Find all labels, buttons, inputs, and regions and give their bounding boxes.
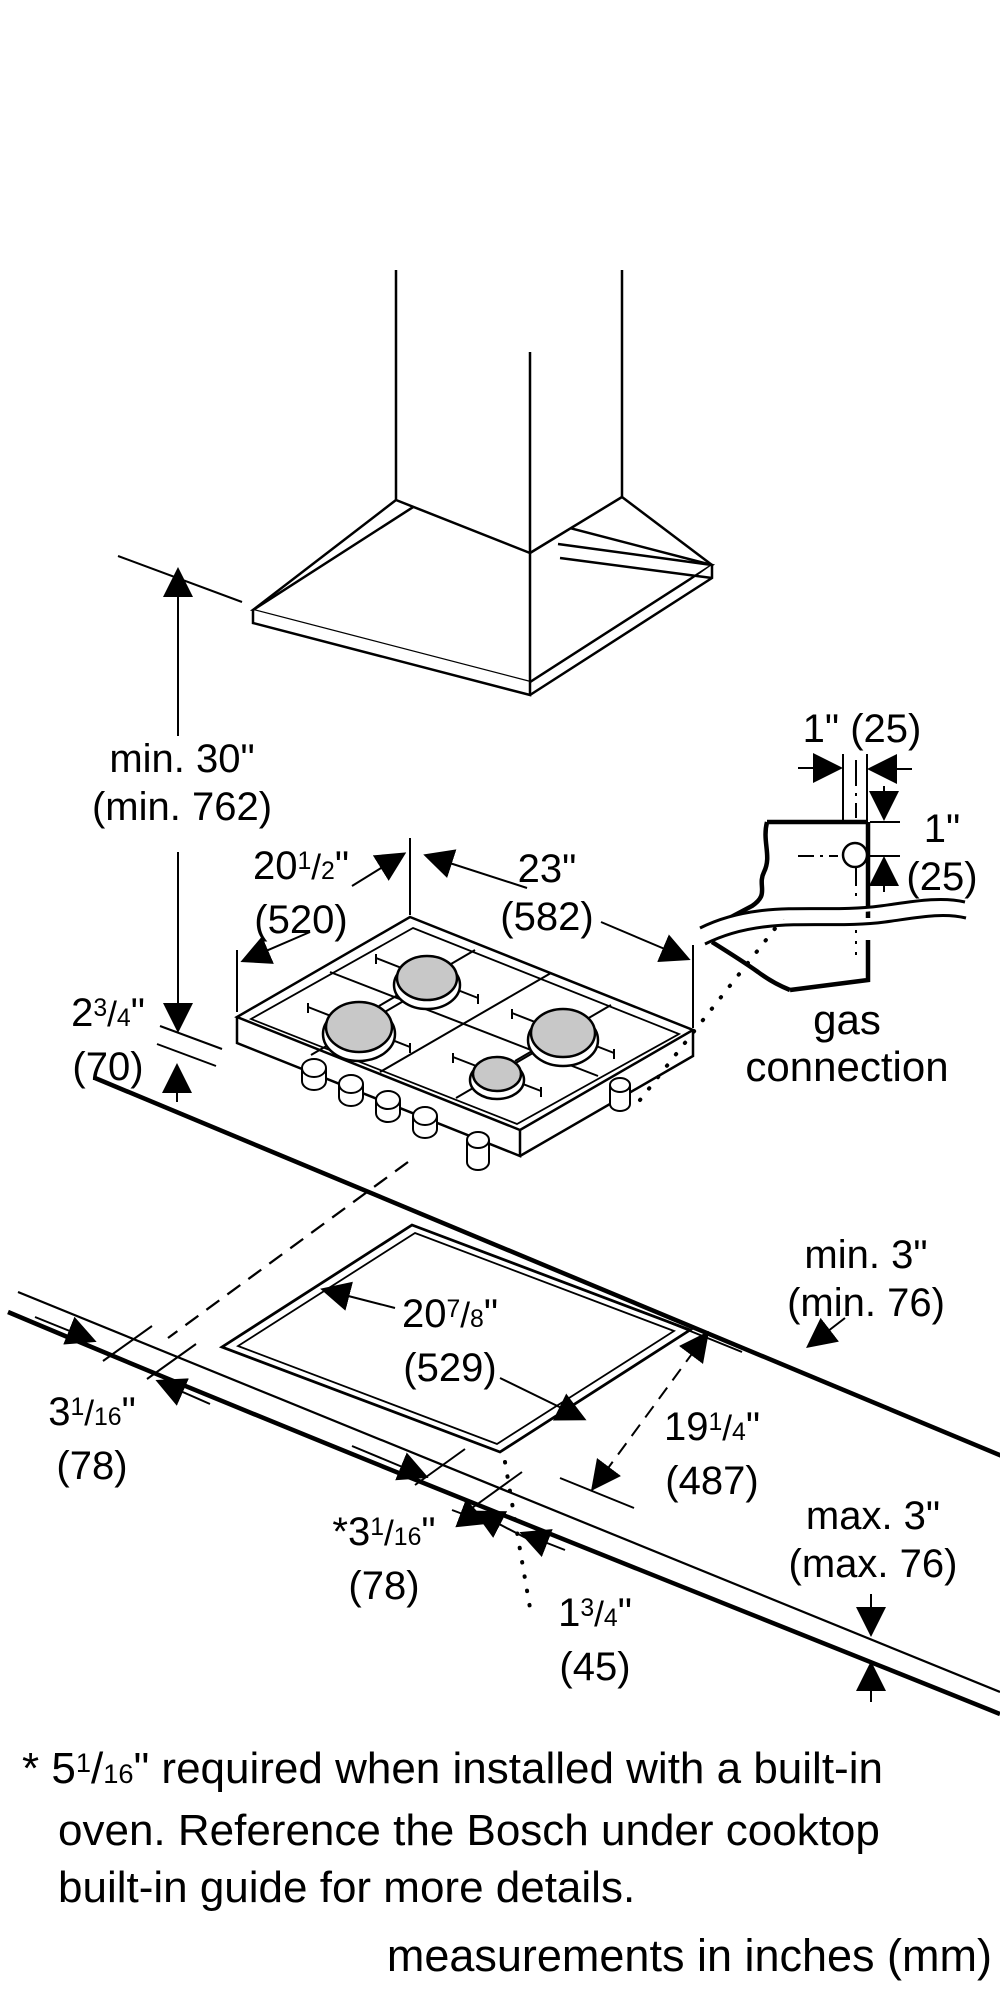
dim-value: 1": [802, 707, 840, 751]
footnote-line3: built-in guide for more details.: [58, 1863, 636, 1912]
gas-connection-line2: connection: [745, 1043, 949, 1090]
dim-cutout-width: 207/8" (529): [402, 1290, 498, 1392]
cooktop-drawing: [234, 915, 696, 1171]
dim-value: 23": [517, 847, 577, 891]
dim-value: 201/2": [252, 844, 350, 888]
dim-mm: (25): [906, 855, 978, 899]
dim-mm: (25): [850, 707, 922, 751]
dim-mm: (min. 76): [787, 1281, 945, 1325]
cooktop-dimension-lines: [156, 838, 694, 1102]
dim-mm: (70): [72, 1045, 144, 1089]
dim-value: *31/16": [332, 1510, 436, 1554]
dim-front-clearance: *31/16" (78): [332, 1508, 435, 1610]
dim-mm: (529): [403, 1346, 497, 1390]
gas-connection-detail-drawing: [638, 753, 967, 1102]
dim-side-clearance: 31/16" (78): [48, 1388, 136, 1490]
countertop-cutout-drawing: [7, 1075, 1000, 1717]
dim-cooktop-width: 23" (582): [500, 845, 593, 941]
control-knobs: [301, 1058, 438, 1139]
break-wave: [699, 897, 967, 946]
dim-hood-clearance: min. 30" (min. 762): [92, 735, 272, 831]
footnote-line1: * 51/16" required when installed with a …: [22, 1744, 883, 1793]
dim-cooktop-height: 23/4" (70): [71, 989, 145, 1091]
units-note: measurements in inches (mm): [386, 1930, 992, 1981]
gas-connection-label: gas connection: [745, 996, 948, 1090]
gas-connection-line1: gas: [813, 996, 881, 1043]
dim-mm: (78): [56, 1444, 128, 1488]
cutout-dimension-lines: [34, 1281, 886, 1702]
dim-value: max. 3": [805, 1494, 941, 1538]
dim-value: 1": [923, 807, 961, 851]
overhang-leader-dotted-line: [503, 1460, 532, 1610]
range-hood-drawing: [249, 270, 716, 697]
dim-value: min. 3": [804, 1233, 928, 1277]
footnote-asterisk: *: [22, 1744, 40, 1793]
dim-front-edge-max: max. 3" (max. 76): [789, 1492, 958, 1588]
cooktop-projection-dashed-line: [167, 1161, 409, 1339]
dim-value: 31/16": [48, 1390, 136, 1434]
dim-mm: (78): [348, 1564, 420, 1608]
dim-cutout-depth: 191/4" (487): [664, 1403, 760, 1505]
dim-mm: (582): [500, 895, 594, 939]
footnote-line2: oven. Reference the Bosch under cooktop: [58, 1806, 880, 1855]
gas-bracket-outline: [710, 819, 871, 993]
dim-value: 13/4": [558, 1591, 632, 1635]
dim-hood-clearance-lines: [117, 555, 243, 1033]
dim-value: min. 30": [109, 737, 255, 781]
cooktop-feet: [466, 1077, 631, 1171]
burner-caps: [321, 954, 600, 1101]
dim-mm: (max. 76): [788, 1542, 958, 1586]
dim-gas-vertical: 1" (25): [906, 805, 977, 901]
dim-mm: (45): [559, 1645, 631, 1689]
dim-mm: (487): [665, 1459, 759, 1503]
dim-cooktop-overhang: 13/4" (45): [558, 1589, 632, 1691]
countertop-rear-edge: [94, 1075, 1000, 1458]
footnote: * 51/16" required when installed with a …: [22, 1740, 982, 1916]
dim-rear-clearance: min. 3" (min. 76): [787, 1231, 945, 1327]
dim-mm: (520): [254, 898, 348, 942]
dim-value: 191/4": [663, 1405, 761, 1449]
dim-value: 23/4": [71, 991, 145, 1035]
dim-mm: (min. 762): [91, 785, 273, 829]
dim-gas-horizontal: 1" (25): [803, 705, 922, 753]
dim-value: 207/8": [401, 1292, 499, 1336]
dim-cooktop-depth: 201/2" (520): [253, 842, 349, 944]
